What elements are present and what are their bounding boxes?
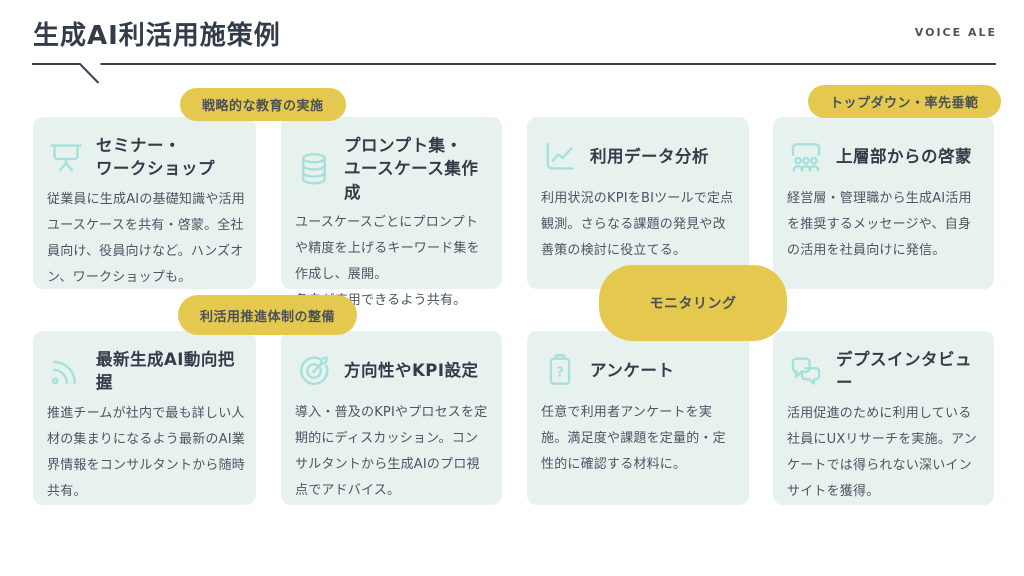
card-title: 最新生成AI動向把握 bbox=[96, 350, 235, 393]
svg-text:?: ? bbox=[556, 366, 564, 381]
card-latest-ai-trends: 最新生成AI動向把握 推進チームが社内で最も詳しい人材の集まりになるよう最新のA… bbox=[33, 331, 256, 505]
card-title: 利用データ分析 bbox=[590, 147, 709, 167]
card-body: 従業員に生成AIの基礎知識や活用ユースケースを共有・啓蒙。全社員向け、役員向けな… bbox=[47, 191, 245, 285]
category-badge-education: 戦略的な教育の実施 bbox=[180, 88, 346, 121]
card-title: プロンプト集・ ユースケース集作成 bbox=[344, 136, 479, 202]
presentation-screen-icon bbox=[47, 138, 85, 176]
signal-icon bbox=[47, 352, 85, 390]
card-body: 推進チームが社内で最も詳しい人材の集まりになるよう最新のAI業界情報をコンサルタ… bbox=[47, 405, 246, 499]
card-body: 活用促進のために利用している社員にUXリサーチを実施。アンケートでは得られない深… bbox=[787, 405, 977, 499]
target-leaf-icon bbox=[295, 352, 333, 390]
card-title: セミナー・ ワークショップ bbox=[96, 136, 215, 179]
card-prompt-collection: プロンプト集・ ユースケース集作成 ユースケースごとにプロンプトや精度を上げるキ… bbox=[281, 117, 502, 308]
category-badge-promotion-structure: 利活用推進体制の整備 bbox=[178, 295, 358, 335]
line-chart-icon bbox=[541, 138, 579, 176]
card-body: 利用状況のKPIをBIツールで定点観測。さらなる課題の発見や改善策の検討に役立て… bbox=[541, 191, 734, 258]
card-survey: ? アンケート 任意で利用者アンケートを実施。満足度や課題を定量的・定性的に確認… bbox=[527, 331, 749, 505]
chat-bubbles-icon bbox=[787, 352, 825, 390]
card-seminar-workshop: セミナー・ ワークショップ 従業員に生成AIの基礎知識や活用ユースケースを共有・… bbox=[33, 117, 256, 289]
category-badge-top-down: トップダウン・率先垂範 bbox=[808, 85, 1001, 118]
card-leadership-enlightenment: 上層部からの啓蒙 経営層・管理職から生成AI活用を推奨するメッセージや、自身の活… bbox=[773, 117, 994, 289]
card-depth-interview: デプスインタビュー 活用促進のために利用している社員にUXリサーチを実施。アンケ… bbox=[773, 331, 994, 505]
card-body: 任意で利用者アンケートを実施。満足度や課題を定量的・定性的に確認する材料に。 bbox=[541, 405, 726, 472]
card-title: 方向性やKPI設定 bbox=[344, 361, 479, 381]
card-title: 上層部からの啓蒙 bbox=[836, 147, 972, 167]
header-divider bbox=[32, 63, 996, 84]
card-body: 導入・普及のKPIやプロセスを定期的にディスカッション。コンサルタントから生成A… bbox=[295, 405, 488, 498]
people-group-icon bbox=[787, 138, 825, 176]
logo-text: VOICE ALE bbox=[914, 26, 997, 39]
card-title: アンケート bbox=[590, 361, 675, 381]
database-icon bbox=[295, 150, 333, 188]
card-direction-kpi: 方向性やKPI設定 導入・普及のKPIやプロセスを定期的にディスカッション。コン… bbox=[281, 331, 502, 505]
page-title: 生成AI利活用施策例 bbox=[33, 21, 281, 51]
card-body: 経営層・管理職から生成AI活用を推奨するメッセージや、自身の活用を社員向けに発信… bbox=[787, 191, 972, 258]
card-usage-data-analysis: 利用データ分析 利用状況のKPIをBIツールで定点観測。さらなる課題の発見や改善… bbox=[527, 117, 749, 289]
card-title: デプスインタビュー bbox=[836, 350, 972, 393]
clipboard-question-icon: ? bbox=[541, 352, 579, 390]
category-badge-monitoring: モニタリング bbox=[599, 265, 787, 341]
